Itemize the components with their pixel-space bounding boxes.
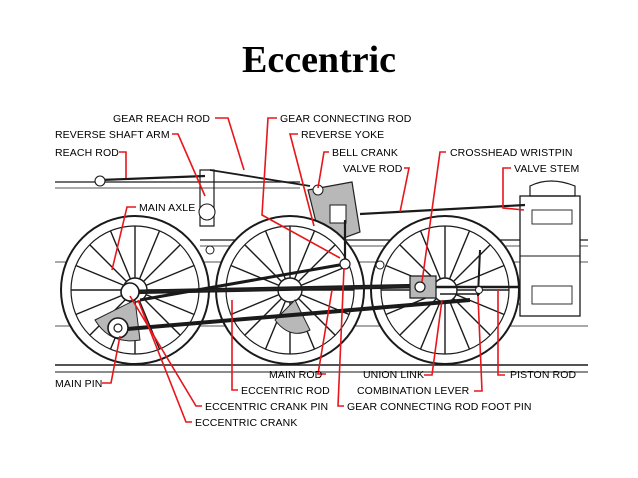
leader-piston-rod bbox=[497, 290, 505, 376]
leader-gear-connecting-rod bbox=[261, 117, 341, 259]
wheel-spoke bbox=[230, 293, 280, 316]
wheel-spoke bbox=[448, 300, 471, 350]
label-gear-connecting-rod: GEAR CONNECTING ROD bbox=[280, 113, 412, 125]
wheel-spoke bbox=[419, 230, 442, 280]
wheel-spoke bbox=[230, 264, 280, 287]
wheel-spoke bbox=[452, 297, 491, 336]
wheel-spoke bbox=[89, 244, 128, 283]
label-union-link: UNION LINK bbox=[363, 369, 424, 381]
leader-union-link bbox=[424, 299, 443, 376]
leader-reach-rod bbox=[119, 151, 127, 178]
leader-eccentric-crank-pin bbox=[129, 295, 202, 407]
leader-main-pin bbox=[102, 335, 121, 384]
wheel-spoke bbox=[142, 297, 181, 336]
wheel-spoke bbox=[75, 293, 125, 316]
leader-eccentric-rod bbox=[231, 300, 238, 391]
label-reverse-yoke: REVERSE YOKE bbox=[301, 129, 384, 141]
wheel-spoke bbox=[264, 230, 287, 280]
label-main-rod: MAIN ROD bbox=[269, 369, 323, 381]
label-main-axle: MAIN AXLE bbox=[139, 202, 195, 214]
leader-bell-crank bbox=[317, 151, 329, 189]
leader-crosshead-wristpin bbox=[421, 151, 446, 283]
leader-main-rod bbox=[317, 289, 333, 375]
wheel-spoke bbox=[145, 264, 195, 287]
wheel-spoke bbox=[300, 264, 350, 287]
wheel-spoke bbox=[297, 244, 336, 283]
label-piston-rod: PISTON ROD bbox=[510, 369, 576, 381]
slide-title: Eccentric bbox=[241, 39, 397, 81]
label-valve-rod: VALVE ROD bbox=[343, 163, 403, 175]
label-gear-connecting-rod-foot-pin: GEAR CONNECTING ROD FOOT PIN bbox=[347, 401, 532, 413]
label-eccentric-crank: ECCENTRIC CRANK bbox=[195, 417, 297, 429]
wheel-spoke bbox=[452, 244, 491, 283]
wheel-spoke bbox=[455, 293, 505, 316]
wheel-spoke bbox=[75, 264, 125, 287]
label-valve-stem: VALVE STEM bbox=[514, 163, 579, 175]
wheel-spoke bbox=[448, 230, 471, 280]
wheel-spoke bbox=[109, 230, 132, 280]
driving-wheel-front bbox=[370, 215, 520, 365]
leader-valve-stem bbox=[502, 167, 525, 211]
leader-reverse-shaft-arm bbox=[172, 133, 206, 197]
leader-gear-reach-rod bbox=[215, 117, 245, 171]
leader-lines bbox=[102, 117, 525, 423]
leader-main-axle bbox=[111, 206, 136, 271]
label-main-pin: MAIN PIN bbox=[55, 378, 102, 390]
wheel-spoke bbox=[142, 244, 181, 283]
leader-gear-connecting-rod-foot-pin bbox=[337, 267, 345, 407]
leader-combination-lever bbox=[474, 295, 483, 392]
label-crosshead-wristpin: CROSSHEAD WRISTPIN bbox=[450, 147, 573, 159]
wheel-spoke bbox=[455, 264, 505, 287]
label-reach-rod: REACH ROD bbox=[55, 147, 119, 159]
leader-eccentric-crank bbox=[137, 299, 192, 423]
wheel-spoke bbox=[419, 300, 442, 350]
locomotive-drawing bbox=[55, 169, 588, 373]
label-bell-crank: BELL CRANK bbox=[332, 147, 398, 159]
leader-reverse-yoke bbox=[288, 133, 315, 227]
label-gear-reach-rod: GEAR REACH ROD bbox=[113, 113, 210, 125]
wheel-spoke bbox=[297, 297, 336, 336]
leader-valve-rod bbox=[399, 167, 410, 213]
wheel-spoke bbox=[264, 300, 287, 350]
label-eccentric-crank-pin: ECCENTRIC CRANK PIN bbox=[205, 401, 328, 413]
label-combination-lever: COMBINATION LEVER bbox=[357, 385, 470, 397]
label-reverse-shaft-arm: REVERSE SHAFT ARM bbox=[55, 129, 170, 141]
label-eccentric-rod: ECCENTRIC ROD bbox=[241, 385, 330, 397]
wheel-spoke bbox=[138, 230, 161, 280]
part-labels: GEAR REACH ROD REVERSE SHAFT ARM REACH R… bbox=[55, 113, 579, 429]
